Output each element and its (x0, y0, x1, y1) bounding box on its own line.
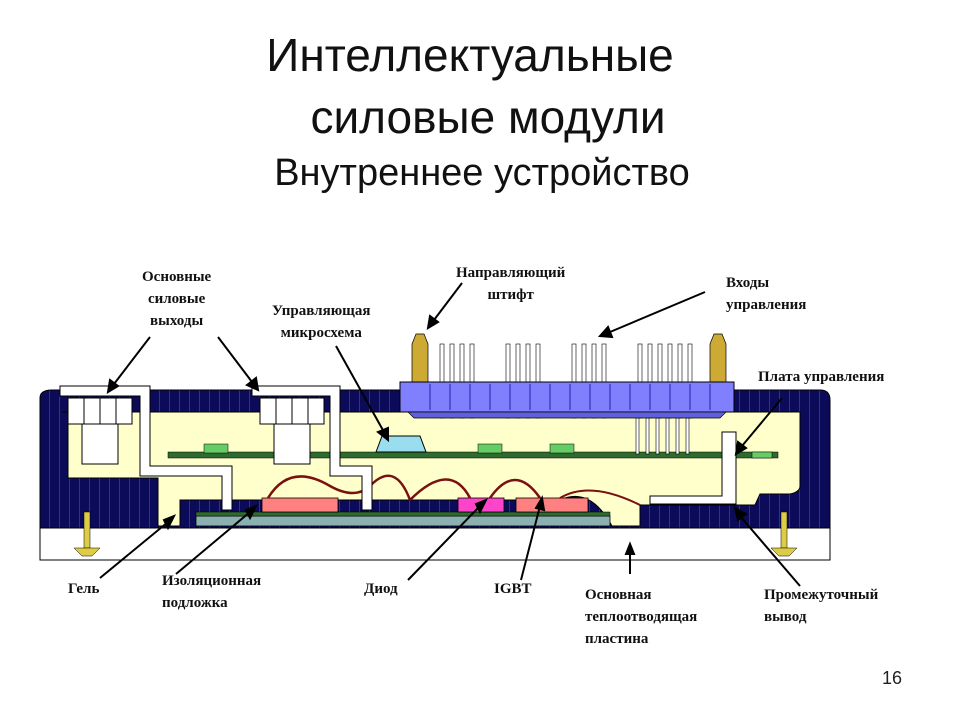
bond-wire (559, 489, 641, 506)
label-power-outputs-line: силовые (147, 291, 206, 307)
pcb-component (477, 443, 503, 454)
label-guide-pin-line: Направляющий (456, 265, 566, 281)
label-base-plate-line: пластина (585, 631, 649, 647)
label-control-inputs: Входы управления (726, 272, 806, 316)
label-guide-pin-line: штифт (487, 287, 534, 303)
control-board (167, 451, 779, 459)
label-intermediate-terminal: Промежуточный вывод (764, 584, 878, 628)
control-connector (399, 381, 735, 419)
label-control-ic-line: микросхема (280, 325, 362, 341)
pcb-component (549, 443, 575, 454)
label-power-outputs-line: Основные (142, 269, 212, 285)
intermediate-terminal (649, 431, 737, 505)
bond-wire (409, 478, 472, 501)
label-insulating-substrate-line: подложка (162, 595, 228, 611)
label-power-outputs: Основные силовые выходы (142, 266, 211, 332)
title-line-2: силовые модули (310, 91, 666, 143)
bond-wire (266, 474, 412, 501)
control-ic (375, 435, 427, 453)
label-base-plate-line: Основная (585, 587, 652, 603)
label-control-inputs-line: управления (726, 297, 807, 313)
igbt-chip (515, 497, 589, 513)
label-intermediate-terminal-line: Промежуточный (764, 587, 879, 603)
label-base-plate-line: теплоотводящая (585, 609, 698, 625)
power-terminal-left (67, 397, 133, 465)
label-gel: Гель (68, 581, 100, 597)
label-power-outputs-line: выходы (150, 313, 204, 329)
igbt-chip (261, 497, 339, 513)
subtitle: Внутреннее устройство (274, 152, 690, 194)
label-igbt: IGBT (494, 581, 532, 597)
label-intermediate-terminal-line: вывод (764, 609, 807, 625)
mounting-screw-left (73, 511, 101, 557)
pcb-component (751, 451, 773, 459)
gel-area (62, 411, 801, 527)
label-control-inputs-line: Входы (726, 275, 770, 291)
page-number: 16 (881, 668, 902, 688)
label-insulating-substrate: Изоляционная подложка (162, 570, 261, 614)
control-pins (439, 343, 693, 455)
mounting-screw-right (770, 511, 798, 557)
label-diode: Диод (364, 581, 398, 597)
label-control-ic-line: Управляющая (272, 303, 371, 319)
label-control-ic: Управляющая микросхема (272, 300, 370, 344)
label-insulating-substrate-line: Изоляционная (162, 573, 262, 589)
power-terminal-right (259, 397, 325, 465)
insulating-substrate (195, 515, 611, 527)
busbar-left (59, 385, 233, 511)
base-plate (39, 527, 831, 561)
label-base-plate: Основная теплоотводящая пластина (585, 584, 697, 650)
busbar-right (251, 385, 373, 511)
label-guide-pin: Направляющий штифт (456, 262, 565, 306)
title-line-1: Интеллектуальные (266, 29, 674, 81)
bond-wire (488, 478, 542, 499)
label-control-board: Плата управления (758, 369, 885, 385)
pcb-component (203, 443, 229, 454)
